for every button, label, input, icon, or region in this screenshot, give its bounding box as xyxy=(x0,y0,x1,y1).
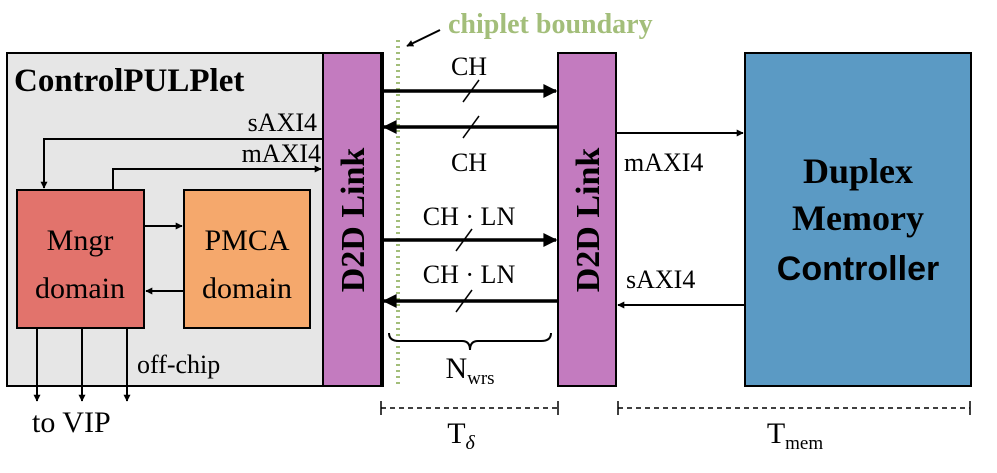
maxi4-left-path xyxy=(112,165,322,190)
t-delta-sub: δ xyxy=(466,432,476,454)
saxi4-left-path xyxy=(40,138,322,189)
ch-backward-slash xyxy=(462,115,480,139)
d2d-link-right-label: D2D Link xyxy=(570,148,607,293)
maxi4-left-label: mAXI4 xyxy=(242,139,321,168)
pmca-domain-line1: PMCA xyxy=(204,224,289,257)
mngr-domain-box xyxy=(16,189,145,329)
memory-controller-line3: Controller xyxy=(777,250,939,288)
ch-ln-forward-slash xyxy=(455,228,473,252)
t-delta-label: Tδ xyxy=(447,417,475,454)
t-mem-main: T xyxy=(767,417,785,450)
saxi4-left-label: sAXI4 xyxy=(248,108,317,137)
t-mem-sub: mem xyxy=(785,433,823,454)
n-wrs-brace xyxy=(388,332,552,351)
ch-ln-bottom-label: CH · LN xyxy=(423,260,516,289)
memory-controller-line2: Memory xyxy=(792,198,924,238)
ch-ln-top-label: CH · LN xyxy=(423,202,516,231)
pmca-domain-box xyxy=(183,189,311,329)
ch-ln-backward-slash xyxy=(455,289,473,313)
d2d-link-right xyxy=(557,52,617,387)
chiplet-boundary-pointer xyxy=(406,29,441,47)
maxi4-right-label: mAXI4 xyxy=(624,148,703,177)
controlpulplet-title: ControlPULPlet xyxy=(14,63,244,99)
off-chip-label: off-chip xyxy=(137,350,220,379)
t-mem-label: Tmem xyxy=(767,417,824,454)
ch-top-label: CH xyxy=(451,52,487,81)
ch-bottom-label: CH xyxy=(451,148,487,177)
n-wrs-sub: wrs xyxy=(467,368,494,389)
mngr-domain-line2: domain xyxy=(35,272,125,305)
n-wrs-main: N xyxy=(445,352,467,385)
mngr-domain-line1: Mngr xyxy=(47,224,114,257)
memory-controller-box xyxy=(744,52,972,387)
chiplet-boundary-label: chiplet boundary xyxy=(448,9,653,40)
ch-forward-slash xyxy=(462,79,480,103)
d2d-link-left-label: D2D Link xyxy=(335,148,372,293)
to-vip-label: to VIP xyxy=(32,406,111,439)
d2d-link-left xyxy=(322,52,382,387)
t-delta-main: T xyxy=(447,417,465,450)
saxi4-right-label: sAXI4 xyxy=(626,265,695,294)
n-wrs-label: Nwrs xyxy=(445,352,494,389)
pmca-domain-line2: domain xyxy=(202,272,292,305)
memory-controller-line1: Duplex xyxy=(803,151,913,191)
